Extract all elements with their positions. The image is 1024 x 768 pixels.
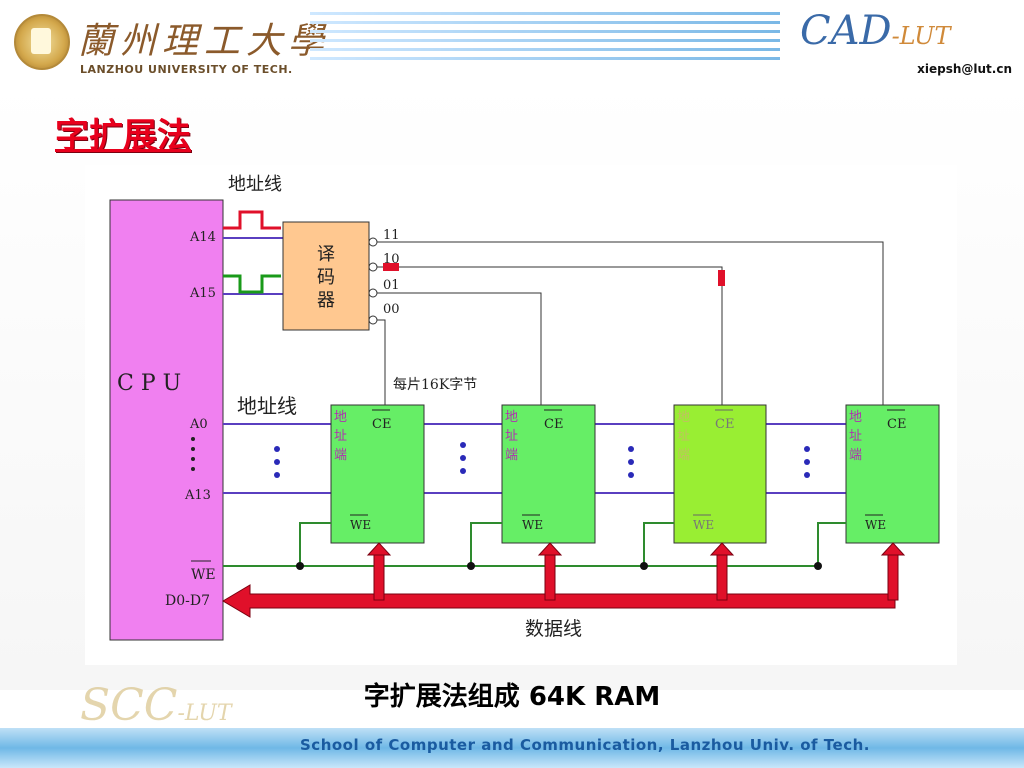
cpu-a15-label: A15 xyxy=(189,286,216,301)
header-decoration xyxy=(310,6,780,76)
cpu-data-label: D0-D7 xyxy=(165,593,210,609)
select-line-10 xyxy=(377,266,723,405)
header: 蘭州理工大學 LANZHOU UNIVERSITY OF TECH. CAD-L… xyxy=(0,0,1024,90)
cpu-ellipsis-dot xyxy=(191,437,195,441)
data-line-label: 数据线 xyxy=(525,618,582,640)
cad-logo-main: CAD xyxy=(800,8,892,54)
cpu-a0-label: A0 xyxy=(189,417,208,432)
chip-ce-label: CE xyxy=(372,417,391,432)
memory-chip-2: 地 址 端 CE WE xyxy=(501,404,596,544)
address-line-top-label: 地址线 xyxy=(228,174,282,195)
chip-we-label: WE xyxy=(350,518,371,532)
scc-lut-logo: SCC-LUT xyxy=(80,680,232,731)
active-signal-marker xyxy=(718,270,725,286)
cad-logo-sub: -LUT xyxy=(891,22,951,50)
junction-dot xyxy=(467,562,475,570)
a14-signal-pulse xyxy=(223,210,281,230)
cpu-we-label: WE xyxy=(191,567,216,583)
slide-caption: 字扩展法组成 64K RAM xyxy=(0,676,1024,713)
chip-addr-char: 址 xyxy=(505,429,518,444)
cpu-ellipsis-dot xyxy=(191,467,195,471)
memory-chip-3-selected: 地 址 端 CE WE xyxy=(673,404,767,544)
cpu-ellipsis-dot xyxy=(191,447,195,451)
select-line-11 xyxy=(377,241,884,405)
we-control-branch xyxy=(470,522,502,566)
chip-we-label: WE xyxy=(865,518,886,532)
university-emblem-icon xyxy=(14,14,70,70)
decoder-label-char: 码 xyxy=(317,267,335,288)
page-title: 字扩展法 xyxy=(55,116,191,156)
junction-dot xyxy=(640,562,648,570)
decoder-output-01-label: 01 xyxy=(383,278,400,293)
decoder-output-00-bubble xyxy=(368,315,378,325)
memory-chip-4: 地 址 端 CE WE xyxy=(845,404,940,544)
chip-ce-label: CE xyxy=(887,417,906,432)
decoder-output-10-bubble xyxy=(368,262,378,272)
decoder-label-char: 译 xyxy=(317,244,335,265)
a15-signal-pulse xyxy=(223,274,281,294)
we-control-wire xyxy=(223,522,846,567)
scc-logo-main: SCC xyxy=(80,680,178,731)
chip-addr-char: 址 xyxy=(849,429,862,444)
scc-logo-sub: -LUT xyxy=(177,701,232,726)
chip-we-label: WE xyxy=(693,518,714,532)
bus-ellipsis-3 xyxy=(628,446,634,478)
bus-ellipsis-2 xyxy=(460,442,466,474)
decoder-block xyxy=(282,221,370,331)
cpu-a14-label: A14 xyxy=(189,230,216,245)
chip-addr-char: 端 xyxy=(677,448,690,463)
chip-addr-char: 地 xyxy=(849,410,862,425)
chip-addr-char: 端 xyxy=(505,448,518,463)
active-signal-marker xyxy=(383,263,399,271)
chip-we-label: WE xyxy=(522,518,543,532)
bus-ellipsis-1 xyxy=(274,446,280,478)
address-line-mid-label: 地址线 xyxy=(237,394,297,418)
chip-addr-char: 端 xyxy=(334,448,347,463)
junction-dot xyxy=(296,562,304,570)
chip-addr-char: 地 xyxy=(334,410,347,425)
select-line-00 xyxy=(377,319,386,405)
caption-en: 64K RAM xyxy=(528,682,661,712)
footer-bar: School of Computer and Communication, La… xyxy=(0,728,1024,768)
bus-ellipsis-4 xyxy=(804,446,810,478)
cpu-block xyxy=(109,199,224,641)
footer-school-name: School of Computer and Communication, La… xyxy=(300,736,870,754)
decoder-output-11-bubble xyxy=(368,237,378,247)
chip-ce-label: CE xyxy=(715,417,734,432)
junction-dot xyxy=(814,562,822,570)
cpu-a13-label: A13 xyxy=(184,488,211,503)
we-control-branch xyxy=(299,522,331,566)
decoder-output-11-label: 11 xyxy=(383,228,400,243)
chip-addr-char: 端 xyxy=(849,448,862,463)
chip-capacity-label: 每片16K字节 xyxy=(393,377,477,393)
university-name-en: LANZHOU UNIVERSITY OF TECH. xyxy=(80,63,293,76)
university-name-cn: 蘭州理工大學 xyxy=(78,21,331,62)
chip-addr-char: 址 xyxy=(677,429,690,444)
chip-addr-char: 地 xyxy=(505,410,518,425)
memory-chip-1: 地 址 端 CE WE xyxy=(330,404,425,544)
chip-addr-char: 址 xyxy=(334,429,347,444)
word-extension-diagram: C P U A14 A15 A0 A13 WE D0-D7 地址线 译 码 器 … xyxy=(109,174,940,641)
we-control-branch xyxy=(643,522,674,566)
chip-addr-char: 地 xyxy=(677,410,690,425)
decoder-output-00-label: 00 xyxy=(383,302,400,317)
decoder-output-01-bubble xyxy=(368,288,378,298)
author-email: xiepsh@lut.cn xyxy=(917,62,1012,76)
decoder-label-char: 器 xyxy=(317,290,335,311)
cpu-label: C P U xyxy=(117,371,181,396)
data-bus xyxy=(222,542,906,618)
select-line-01 xyxy=(377,292,542,405)
caption-cn: 字扩展法组成 xyxy=(363,682,520,712)
cpu-ellipsis-dot xyxy=(191,457,195,461)
chip-ce-label: CE xyxy=(544,417,563,432)
cad-lut-logo: CAD-LUT xyxy=(800,8,1010,63)
